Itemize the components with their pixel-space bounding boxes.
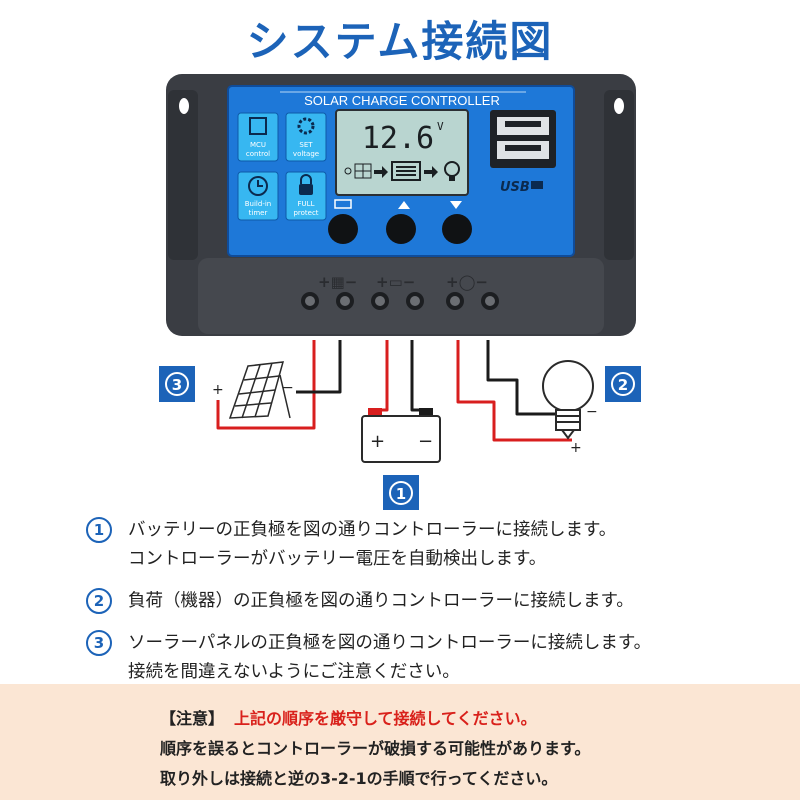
caution-text: 順序を誤るとコントローラーが破損する可能性があります。 (160, 739, 591, 758)
bulb-icon (444, 161, 460, 181)
menu-button[interactable] (328, 214, 358, 244)
marker-number: 3 (172, 376, 182, 394)
caution-box: 【注意】上記の順序を厳守して接続してください。 順序を誤るとコントローラーが破損… (0, 684, 800, 800)
feature-label: timer (249, 209, 268, 217)
solar-positive-wire (216, 340, 316, 430)
panel-plus-sign: + (212, 382, 224, 398)
gear-icon (297, 117, 315, 135)
step-1: 1 バッテリーの正負極を図の通りコントローラーに接続します。 コントローラーがバ… (86, 516, 766, 574)
step-2: 2 負荷（機器）の正負極を図の通りコントローラーに接続します。 (86, 587, 766, 616)
terminal-label-battery: +▭− (376, 273, 415, 291)
arrow-up-icon (398, 201, 410, 209)
up-button[interactable] (386, 214, 416, 244)
controller-label: SOLAR CHARGE CONTROLLER (304, 93, 500, 108)
down-button[interactable] (442, 214, 472, 244)
feature-label: Build-in (245, 200, 271, 208)
marker-panel: 3 (159, 366, 195, 402)
feature-mcu: MCU control (237, 112, 279, 162)
feature-label: SET (299, 141, 313, 149)
clock-icon (248, 176, 268, 196)
terminal-label-solar: +▦− (318, 273, 357, 291)
feature-label: FULL (298, 200, 315, 208)
load-minus-sign: − (586, 404, 598, 420)
marker-number: 2 (618, 376, 628, 394)
feature-set-voltage: SET voltage (285, 112, 327, 162)
marker-number: 1 (396, 485, 406, 503)
feature-label: protect (293, 209, 318, 217)
connection-diagram: SOLAR CHARGE CONTROLLER MCU control SET … (159, 74, 641, 510)
feature-label: voltage (293, 150, 319, 158)
load-positive-wire (456, 340, 572, 442)
marker-battery: 1 (383, 475, 419, 510)
page-title: システム接続図 (246, 17, 554, 66)
voltage-readout: 12.6 (362, 121, 434, 156)
step-text: コントローラーがバッテリー電圧を自動検出します。 (128, 549, 547, 569)
marker-load: 2 (605, 366, 641, 402)
feature-protect: FULL protect (285, 171, 327, 221)
chip-icon (249, 117, 267, 135)
battery-minus-sign: − (418, 431, 433, 452)
caution-warning: 上記の順序を厳守して接続してください。 (234, 709, 537, 728)
lock-icon (299, 184, 313, 195)
step-text: バッテリーの正負極を図の通りコントローラーに接続します。 (128, 520, 617, 540)
solar-panel-icon (228, 361, 291, 419)
solar-charge-controller: SOLAR CHARGE CONTROLLER MCU control SET … (166, 74, 636, 336)
battery-plus-sign: + (370, 431, 385, 452)
terminal-block (198, 258, 604, 334)
arrow-right-icon (424, 166, 438, 178)
solar-negative-wire (296, 340, 342, 394)
feature-timer: Build-in timer (237, 171, 279, 221)
caution-heading: 【注意】 (160, 709, 225, 728)
step-3: 3 ソーラーパネルの正負極を図の通りコントローラーに接続します。 接続を間違えな… (86, 629, 766, 687)
caution-text: 取り外しは接続と逆の3-2-1の手順で行ってください。 (160, 769, 558, 788)
feature-label: control (246, 150, 270, 158)
usb-battery-icon (531, 181, 543, 189)
battery-icon: + − (361, 408, 441, 463)
step-number: 2 (86, 588, 112, 614)
load-negative-wire (486, 340, 555, 416)
load-plus-sign: + (570, 440, 582, 456)
mounting-hole (614, 98, 624, 114)
feature-label: MCU (250, 141, 266, 149)
arrow-right-icon (374, 166, 388, 178)
usb-label: USB (500, 180, 530, 195)
battery-icon (334, 199, 352, 209)
step-number: 3 (86, 630, 112, 656)
terminal-label-load: +◯− (446, 273, 488, 291)
bulb-icon (542, 360, 594, 440)
instruction-steps: 1 バッテリーの正負極を図の通りコントローラーに接続します。 コントローラーがバ… (86, 516, 766, 700)
step-text: 負荷（機器）の正負極を図の通りコントローラーに接続します。 (128, 591, 634, 611)
step-number: 1 (86, 517, 112, 543)
battery-negative-wire (410, 340, 426, 412)
battery-level-icon (391, 161, 421, 181)
usb-ports[interactable] (490, 110, 556, 168)
mounting-hole (179, 98, 189, 114)
step-text: 接続を間違えないようにご注意ください。 (128, 662, 460, 682)
battery-positive-wire (377, 340, 389, 412)
voltage-unit: V (437, 120, 444, 133)
panel-minus-sign: − (282, 380, 294, 396)
arrow-down-icon (450, 201, 462, 209)
lcd-display: 12.6 V (335, 109, 469, 196)
terminal-screws[interactable] (301, 292, 499, 310)
sun-panel-icon (344, 163, 372, 179)
step-text: ソーラーパネルの正負極を図の通りコントローラーに接続します。 (128, 633, 652, 653)
